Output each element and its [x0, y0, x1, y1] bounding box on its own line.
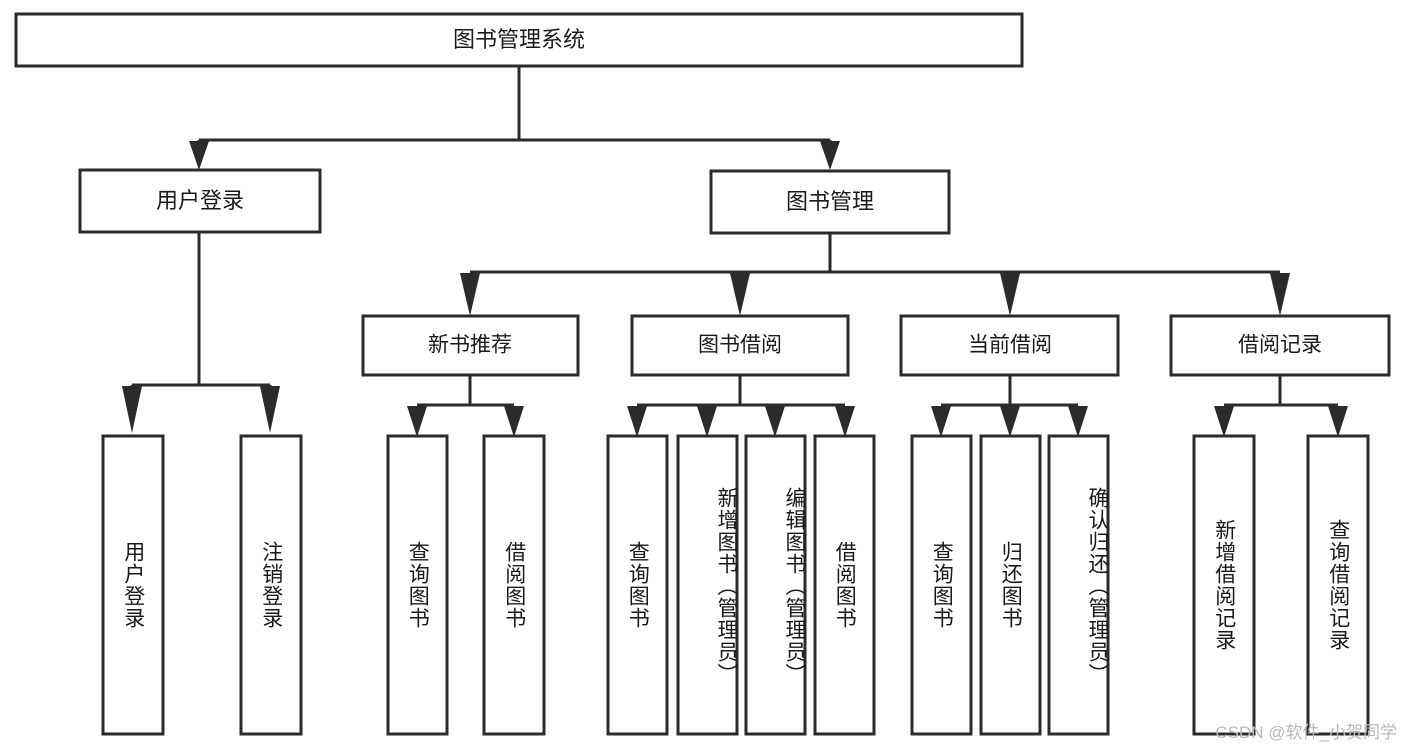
connector-group-book-management: [460, 232, 1290, 316]
leaf-query-book-2-box[interactable]: [606, 434, 669, 736]
node-current-borrow-box[interactable]: [899, 314, 1120, 377]
arrowhead-new-book-recommend: [460, 273, 480, 316]
arrowhead-user-login: [189, 141, 209, 170]
connector-group-root: [189, 66, 840, 170]
arrowhead-leaf-query-record: [1328, 406, 1348, 437]
node-book-borrow-box[interactable]: [630, 314, 850, 377]
watermark-label: CSDN @软件_小贺同学: [1215, 723, 1397, 742]
leaf-query-record-label: 查询借阅记录: [1326, 519, 1350, 651]
leaf-add-record-box[interactable]: [1192, 434, 1256, 736]
leaf-add-book-label: 新增图书（管理员）: [715, 487, 738, 685]
leaf-add-record-label: 新增借阅记录: [1212, 519, 1236, 651]
connector-group-book-borrow: [627, 375, 855, 437]
leaf-query-book-1-label: 查询图书: [406, 541, 430, 629]
leaf-edit-book-label: 编辑图书（管理员）: [783, 487, 806, 685]
node-borrow-record-box[interactable]: [1169, 314, 1391, 377]
arrowhead-leaf-query-book-1: [407, 406, 427, 437]
arrowhead-book-borrow: [730, 273, 750, 316]
connector-group-new-book-recommend: [407, 375, 524, 437]
node-root-label: 图书管理系统: [453, 27, 585, 52]
node-user-login[interactable]: 用户登录: [78, 168, 322, 234]
leaf-borrow-book-1-label: 借阅图书: [502, 541, 526, 629]
connector-group-user-login: [122, 232, 280, 433]
arrowhead-leaf-add-book: [697, 406, 717, 437]
leaf-user-login-box[interactable]: [101, 434, 165, 736]
node-book-borrow-label: 图书借阅: [698, 334, 782, 357]
arrowhead-leaf-borrow-book-2: [835, 406, 855, 437]
leaf-confirm-return-label: 确认归还（管理员）: [1086, 487, 1109, 685]
arrowhead-leaf-edit-book: [765, 406, 785, 437]
leaf-query-book-2-label: 查询图书: [626, 541, 650, 629]
leaf-query-book-3-label: 查询图书: [930, 541, 954, 629]
arrowhead-leaf-add-record: [1214, 406, 1234, 437]
leaf-add-book-box[interactable]: [676, 434, 739, 736]
leaf-logout-login-box[interactable]: [239, 434, 303, 736]
node-user-login-label: 用户登录: [156, 188, 244, 213]
arrowhead-leaf-return-book: [1000, 406, 1020, 437]
node-borrow-record[interactable]: 借阅记录: [1169, 314, 1391, 377]
node-book-management[interactable]: 图书管理: [709, 169, 951, 235]
node-borrow-record-label: 借阅记录: [1238, 334, 1322, 357]
node-new-book-recommend-box[interactable]: [361, 314, 580, 377]
arrowhead-leaf-confirm-return: [1068, 406, 1088, 437]
leaf-borrow-book-2-label: 借阅图书: [833, 541, 857, 629]
arrowhead-borrow-record: [1270, 273, 1290, 316]
node-new-book-recommend-label: 新书推荐: [428, 334, 512, 357]
leaf-boxes: [101, 434, 1370, 736]
leaf-logout-login-label: 注销登录: [259, 541, 283, 629]
leaf-edit-book-box[interactable]: [744, 434, 807, 736]
connector-group-borrow-record: [1214, 375, 1348, 437]
leaf-confirm-return-box[interactable]: [1047, 434, 1110, 736]
arrowhead-leaf-query-book-2: [627, 406, 647, 437]
node-new-book-recommend[interactable]: 新书推荐: [361, 314, 580, 377]
leaf-borrow-book-2-box[interactable]: [813, 434, 876, 736]
leaf-borrow-book-1-box[interactable]: [482, 434, 546, 736]
node-current-borrow[interactable]: 当前借阅: [899, 314, 1120, 377]
arrowhead-leaf-logout-login: [260, 386, 280, 433]
leaf-user-login-label: 用户登录: [121, 541, 145, 629]
arrowhead-leaf-borrow-book-1: [504, 406, 524, 437]
node-current-borrow-label: 当前借阅: [968, 334, 1052, 357]
leaf-query-record-box[interactable]: [1306, 434, 1370, 736]
node-book-management-box[interactable]: [709, 169, 951, 235]
leaf-query-book-3-box[interactable]: [910, 434, 973, 736]
node-user-login-box[interactable]: [78, 168, 322, 234]
leaf-query-book-1-box[interactable]: [386, 434, 449, 736]
node-root[interactable]: 图书管理系统: [14, 12, 1024, 68]
connector-group-current-borrow: [931, 375, 1088, 437]
leaf-return-book-box[interactable]: [979, 434, 1042, 736]
node-root-box[interactable]: [14, 12, 1024, 68]
arrowhead-current-borrow: [1000, 273, 1020, 316]
arrowhead-leaf-user-login: [122, 386, 142, 433]
arrowhead-book-management: [820, 141, 840, 170]
arrowhead-leaf-query-book-3: [931, 406, 951, 437]
node-book-borrow[interactable]: 图书借阅: [630, 314, 850, 377]
leaf-return-book-label: 归还图书: [999, 541, 1023, 629]
node-book-management-label: 图书管理: [786, 189, 874, 214]
